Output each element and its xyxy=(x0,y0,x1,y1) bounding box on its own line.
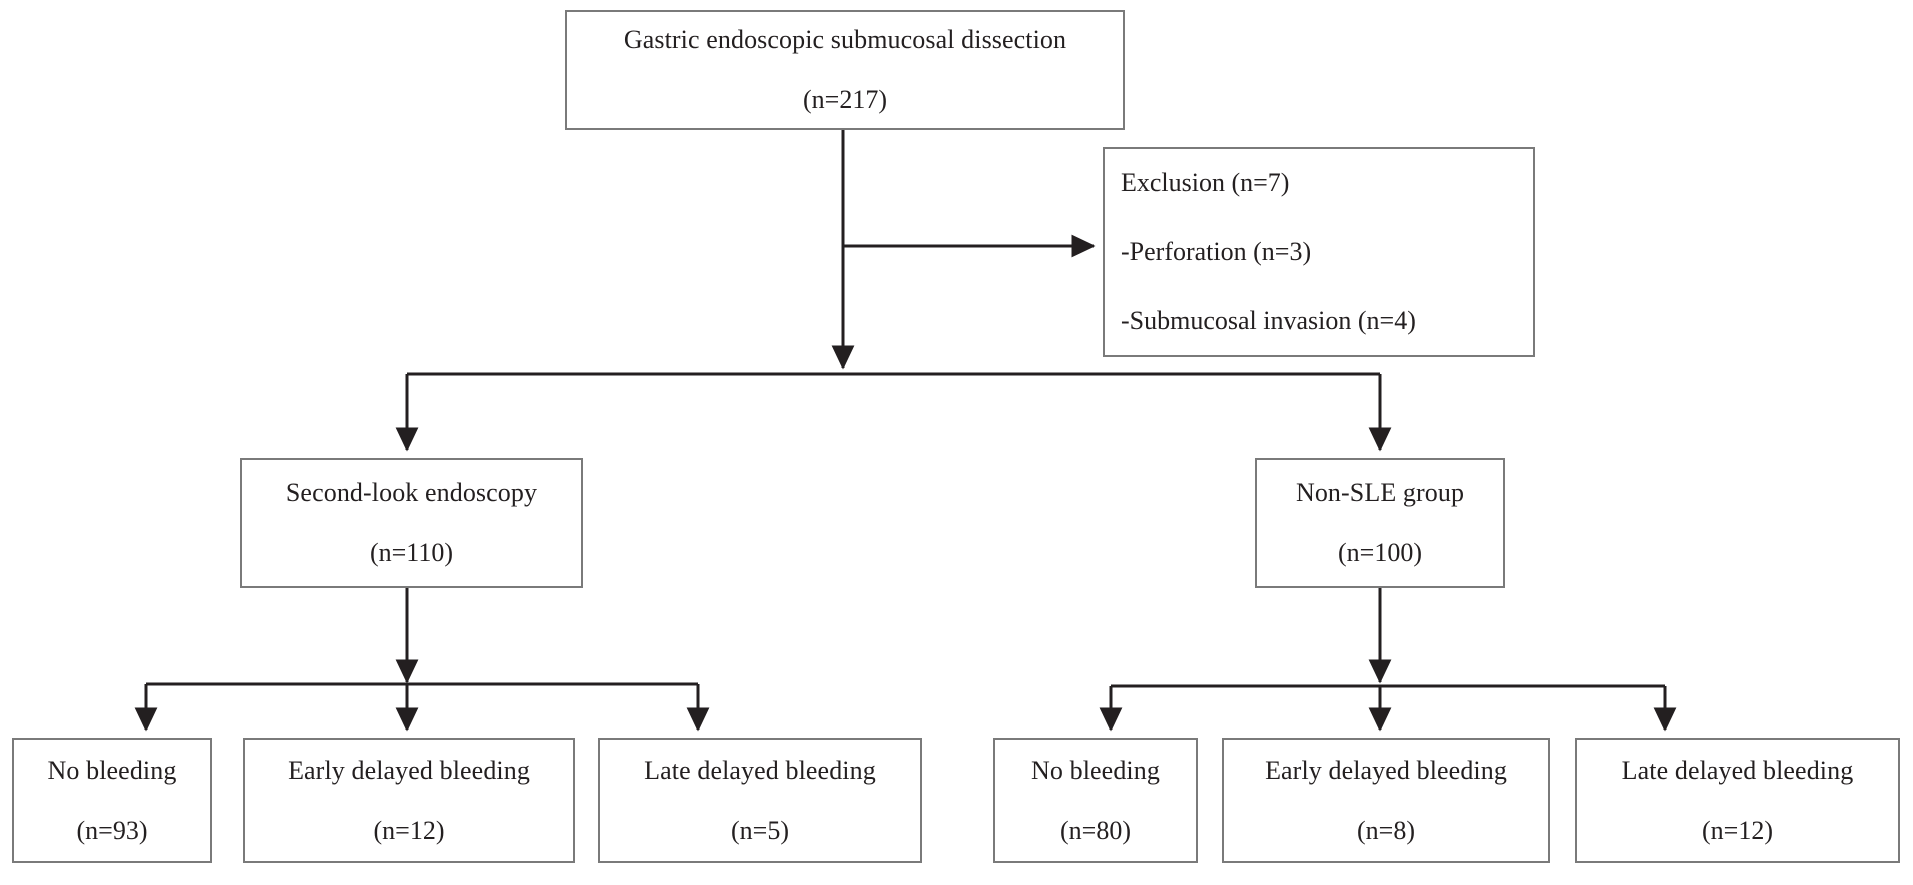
node-nonsle-outcome-late-title: Late delayed bleeding xyxy=(1621,755,1854,785)
node-nonsle-outcome-early-delayed-bleeding: Early delayed bleeding (n=8) xyxy=(1222,738,1550,863)
node-exclusion-reason-perforation: -Perforation (n=3) xyxy=(1121,237,1312,267)
node-second-look-endoscopy-group: Second-look endoscopy (n=110) xyxy=(240,458,583,588)
node-nonsle-outcome-no-bleeding-count: (n=80) xyxy=(1060,815,1131,845)
node-nonsle-outcome-early-title: Early delayed bleeding xyxy=(1265,755,1507,785)
node-root-title: Gastric endoscopic submucosal dissection xyxy=(623,25,1067,55)
node-root-cohort: Gastric endoscopic submucosal dissection… xyxy=(565,10,1125,130)
node-nonsle-outcome-no-bleeding-title: No bleeding xyxy=(1031,755,1160,785)
node-sle-outcome-late-count: (n=5) xyxy=(731,815,789,845)
node-nonsle-outcome-no-bleeding: No bleeding (n=80) xyxy=(993,738,1198,863)
node-nonsle-title: Non-SLE group xyxy=(1295,478,1465,508)
node-nonsle-outcome-late-count: (n=12) xyxy=(1702,815,1773,845)
node-sle-outcome-late-title: Late delayed bleeding xyxy=(644,755,876,785)
node-root-count: (n=217) xyxy=(803,85,887,114)
node-exclusion-heading: Exclusion (n=7) xyxy=(1121,168,1290,198)
node-sle-outcome-no-bleeding-count: (n=93) xyxy=(76,815,148,845)
node-sle-count: (n=110) xyxy=(369,538,453,567)
node-sle-outcome-no-bleeding: No bleeding (n=93) xyxy=(12,738,212,863)
node-sle-outcome-early-title: Early delayed bleeding xyxy=(288,755,530,785)
node-nonsle-count: (n=100) xyxy=(1338,538,1422,567)
node-sle-outcome-early-delayed-bleeding: Early delayed bleeding (n=12) xyxy=(243,738,575,863)
node-sle-outcome-late-delayed-bleeding: Late delayed bleeding (n=5) xyxy=(598,738,922,863)
node-exclusion-reason-submucosal-invasion: -Submucosal invasion (n=4) xyxy=(1121,305,1416,335)
node-nonsle-outcome-early-count: (n=8) xyxy=(1357,815,1415,845)
node-sle-title: Second-look endoscopy xyxy=(285,478,538,508)
node-sle-outcome-early-count: (n=12) xyxy=(373,815,445,845)
node-nonsle-outcome-late-delayed-bleeding: Late delayed bleeding (n=12) xyxy=(1575,738,1900,863)
node-exclusion: Exclusion (n=7) -Perforation (n=3) -Subm… xyxy=(1103,147,1535,357)
node-non-sle-group: Non-SLE group (n=100) xyxy=(1255,458,1505,588)
node-sle-outcome-no-bleeding-title: No bleeding xyxy=(47,755,177,785)
